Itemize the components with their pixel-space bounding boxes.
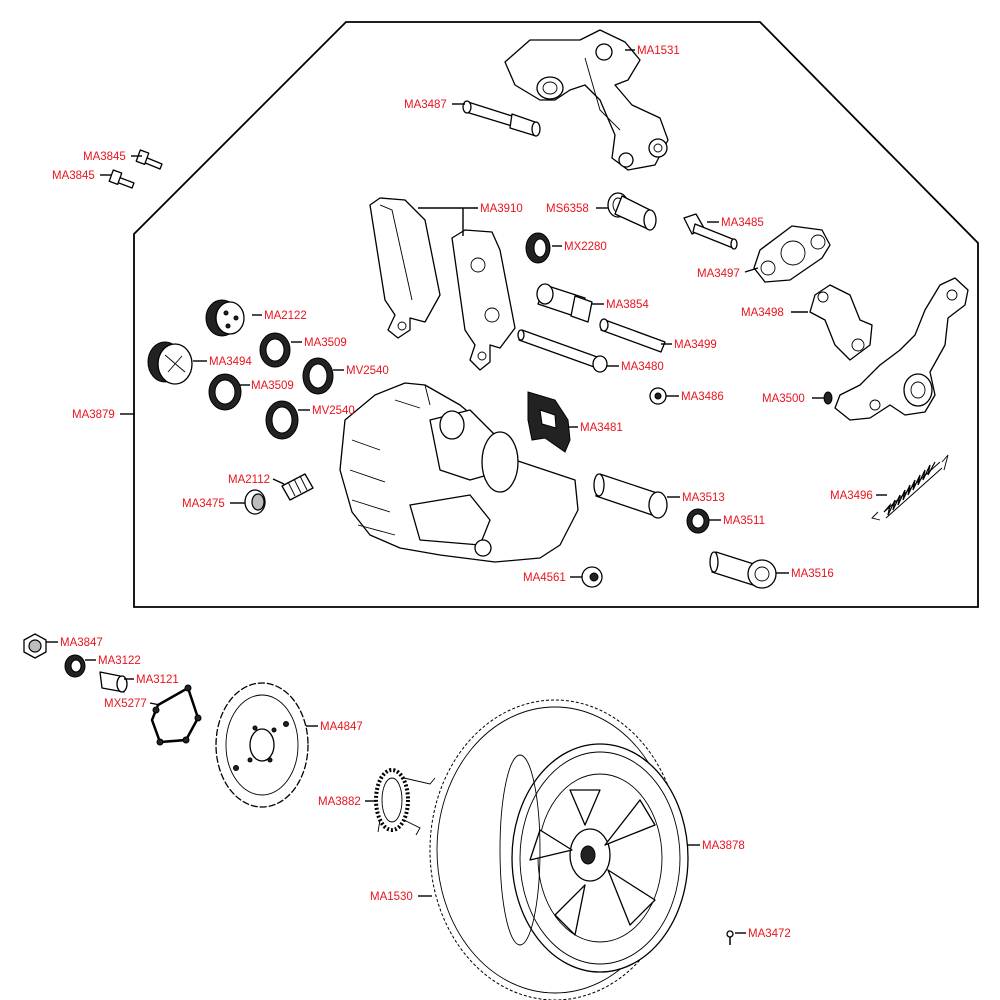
label-ma3513[interactable]: MA3513: [682, 492, 725, 504]
label-ma3845-1[interactable]: MA3845: [83, 151, 126, 163]
label-mx5277[interactable]: MX5277: [104, 698, 147, 710]
washer-part[interactable]: [686, 508, 710, 534]
gasket-plate-part[interactable]: [753, 225, 831, 283]
axle-washer-part[interactable]: [64, 654, 86, 678]
rubber-boot-part[interactable]: [525, 232, 551, 264]
label-mx2280[interactable]: MX2280: [564, 241, 607, 253]
sleeve-part[interactable]: [536, 283, 593, 323]
part-labels: MA1531 MA3487 MA3845 MA3845 MA3910 MS635…: [52, 45, 873, 940]
label-ma3481[interactable]: MA3481: [580, 422, 623, 434]
label-ma1531[interactable]: MA1531: [637, 45, 680, 57]
label-ma3485[interactable]: MA3485: [721, 217, 764, 229]
bleeder-bolt-part[interactable]: [683, 213, 738, 250]
caliper-bracket-part[interactable]: [504, 29, 669, 171]
bleeder-screw-part[interactable]: [281, 473, 314, 501]
label-ma3882[interactable]: MA3882: [318, 796, 361, 808]
label-ma3472[interactable]: MA3472: [748, 928, 791, 940]
label-ma3497[interactable]: MA3497: [697, 268, 740, 280]
pin-part[interactable]: [599, 318, 666, 353]
caliper-body-part[interactable]: [339, 382, 579, 563]
label-ma3475[interactable]: MA3475: [182, 498, 225, 510]
label-ma3498[interactable]: MA3498: [741, 307, 784, 319]
label-ma3494[interactable]: MA3494: [209, 356, 252, 368]
long-pin-part[interactable]: [517, 329, 608, 373]
small-nut-part[interactable]: [649, 387, 667, 405]
label-ma1530[interactable]: MA1530: [370, 891, 413, 903]
brake-disc-part[interactable]: [215, 682, 309, 808]
pad-spring-clip-part[interactable]: [527, 391, 571, 453]
label-ma3878[interactable]: MA3878: [702, 840, 745, 852]
label-ma3480[interactable]: MA3480: [621, 361, 664, 373]
brake-arm-part[interactable]: [834, 277, 969, 421]
label-ma3122[interactable]: MA3122: [98, 655, 141, 667]
label-ms6358[interactable]: MS6358: [546, 203, 589, 215]
o-ring-part-2[interactable]: [265, 400, 299, 440]
label-ma2122[interactable]: MA2122: [264, 310, 307, 322]
label-ma3879[interactable]: MA3879: [72, 409, 115, 421]
caliper-assembly-outline: [133, 21, 979, 608]
label-ma3511[interactable]: MA3511: [723, 515, 765, 527]
small-bolt-part-1[interactable]: [135, 149, 163, 170]
label-ma3500[interactable]: MA3500: [762, 393, 805, 405]
nut-part[interactable]: [581, 566, 603, 588]
leader-lines: [46, 49, 887, 934]
label-ma3854[interactable]: MA3854: [606, 299, 649, 311]
disc-bolt-set-part[interactable]: [150, 684, 202, 746]
label-ma4847[interactable]: MA4847: [320, 721, 363, 733]
label-ma3499[interactable]: MA3499: [674, 339, 717, 351]
large-piston-cap-part[interactable]: [147, 341, 193, 385]
label-ma2112[interactable]: MA2112: [228, 474, 270, 486]
tire-valve-part[interactable]: [726, 930, 734, 945]
label-ma3486[interactable]: MA3486: [681, 391, 724, 403]
label-mv2540-1[interactable]: MV2540: [346, 365, 389, 377]
o-ring-part-1[interactable]: [302, 357, 334, 395]
label-ma3845-2[interactable]: MA3845: [52, 170, 95, 182]
small-o-ring-part[interactable]: [823, 391, 833, 405]
label-ma3516[interactable]: MA3516: [791, 568, 834, 580]
axle-nut-part[interactable]: [23, 633, 47, 659]
label-ma4561[interactable]: MA4561: [523, 572, 566, 584]
brake-pad-part-right[interactable]: [451, 229, 516, 371]
label-ma3847[interactable]: MA3847: [60, 637, 103, 649]
label-ma3496[interactable]: MA3496: [830, 490, 873, 502]
seal-ring-part-2[interactable]: [208, 373, 242, 411]
rear-wheel-rim-part[interactable]: [499, 743, 689, 973]
piston-seal-bolt-part[interactable]: [607, 192, 657, 231]
label-ma3509-2[interactable]: MA3509: [251, 380, 294, 392]
return-spring-part[interactable]: [871, 454, 949, 521]
axle-collar-part[interactable]: [99, 671, 128, 693]
piston-cap-part[interactable]: [205, 299, 245, 337]
label-ma3121[interactable]: MA3121: [136, 674, 179, 686]
speed-sensor-ring-part[interactable]: [374, 768, 436, 836]
mounting-bolt-part[interactable]: [709, 551, 777, 589]
label-ma3910[interactable]: MA3910: [480, 203, 523, 215]
slide-pin-part[interactable]: [462, 100, 541, 137]
brake-lever-small-part[interactable]: [809, 284, 873, 361]
bleeder-cap-part[interactable]: [244, 489, 266, 515]
label-ma3509-1[interactable]: MA3509: [304, 337, 347, 349]
brake-pad-part-left[interactable]: [369, 197, 441, 339]
label-ma3487[interactable]: MA3487: [404, 99, 447, 111]
label-mv2540-2[interactable]: MV2540: [312, 405, 355, 417]
small-bolt-part-2[interactable]: [108, 169, 135, 189]
sleeve-bolt-part[interactable]: [593, 473, 668, 519]
seal-ring-part-1[interactable]: [259, 332, 291, 368]
